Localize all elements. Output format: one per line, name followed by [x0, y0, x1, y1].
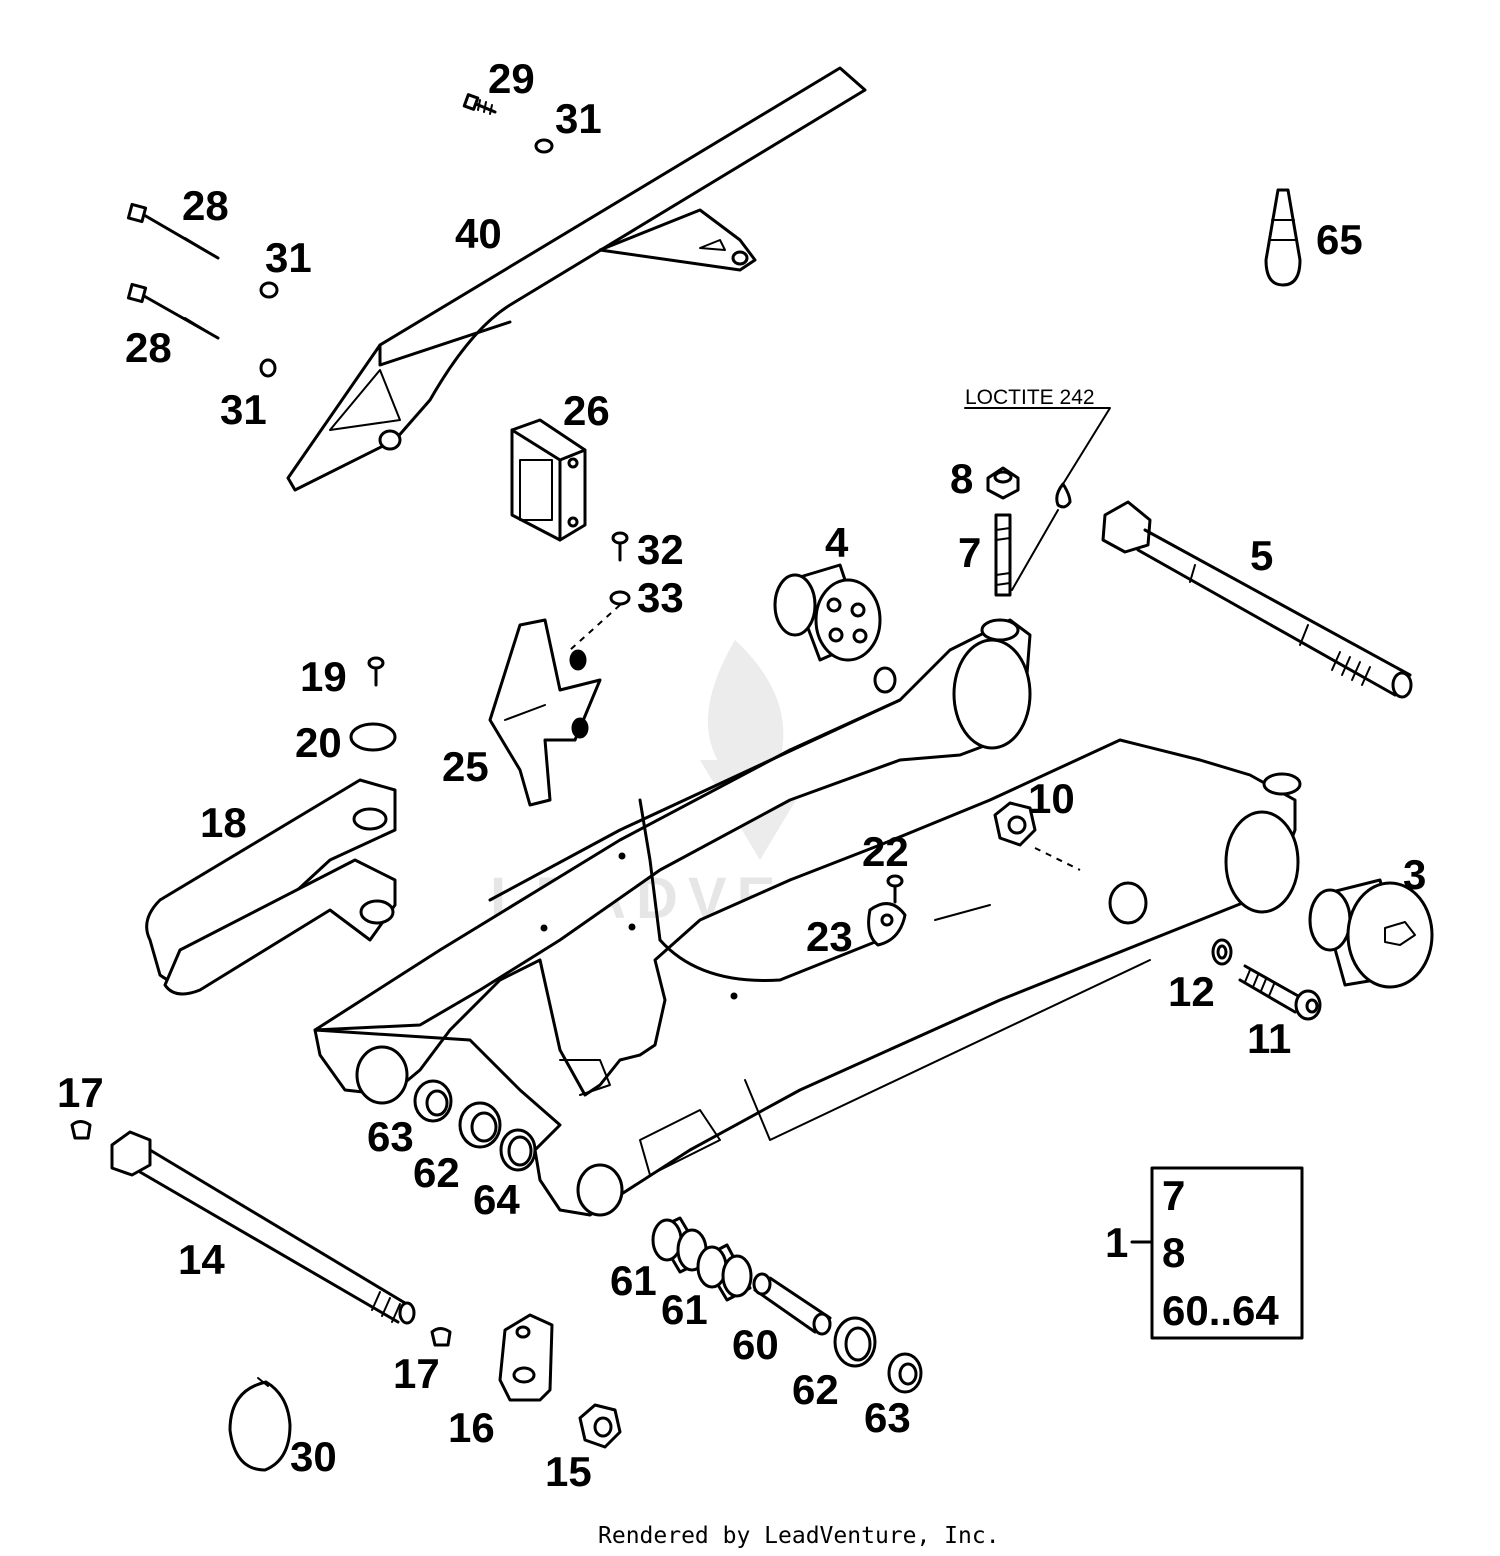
seal-63b [887, 1352, 923, 1394]
washer-20 [349, 722, 397, 752]
washer-31c [259, 358, 277, 378]
callout-10: 10 [1028, 775, 1075, 822]
callout-32: 32 [637, 526, 684, 573]
cap-17b [430, 1327, 452, 1347]
callout-20: 20 [295, 719, 342, 766]
clamp-23 [867, 902, 907, 947]
callout-5: 5 [1250, 532, 1273, 579]
callout-8: 8 [950, 455, 973, 502]
callout-63-right: 63 [864, 1394, 911, 1441]
callout-28-bottom: 28 [125, 324, 172, 371]
callout-19: 19 [300, 653, 347, 700]
loctite-note: LOCTITE 242 [965, 386, 1095, 409]
swingarm [313, 618, 1302, 1217]
callout-31-top: 31 [555, 95, 602, 142]
callout-40: 40 [455, 210, 502, 257]
callout-1: 1 [1105, 1219, 1128, 1266]
callout-61-left: 61 [610, 1257, 657, 1304]
sleeve-60 [752, 1272, 832, 1336]
callout-22: 22 [862, 828, 909, 875]
needle-bearing-61b [696, 1243, 753, 1302]
screw-19 [367, 656, 385, 687]
callout-60: 60 [732, 1321, 779, 1368]
callout-16: 16 [448, 1404, 495, 1451]
chain-slider-block [510, 418, 587, 542]
callout-7: 7 [958, 529, 981, 576]
screw-11 [1238, 964, 1322, 1021]
screw-22 [886, 874, 904, 904]
loctite-leader-2 [1011, 509, 1059, 591]
footer-credit: Rendered by LeadVenture, Inc. [598, 1523, 1000, 1549]
loctite-tube [1264, 188, 1302, 287]
circlip-30 [228, 1377, 292, 1472]
kit-item-7: 7 [1162, 1172, 1185, 1219]
callout-3: 3 [1403, 851, 1426, 898]
callout-62-right: 62 [792, 1366, 839, 1413]
callout-31-bottom: 31 [220, 386, 267, 433]
callout-26: 26 [563, 387, 610, 434]
seal-63a [413, 1079, 453, 1123]
callout-28-top: 28 [182, 182, 229, 229]
callout-33: 33 [637, 574, 684, 621]
callout-30: 30 [290, 1433, 337, 1480]
washer-33 [609, 590, 631, 606]
assembly-line-33 [569, 604, 621, 651]
washer-31b [259, 281, 279, 299]
callout-29: 29 [488, 55, 535, 102]
loctite-drop [1055, 482, 1072, 509]
callout-17-left: 17 [57, 1069, 104, 1116]
ring-64 [499, 1128, 537, 1172]
callout-4: 4 [825, 519, 849, 566]
axle-5 [1101, 500, 1413, 699]
eccentric-adjuster-3 [1308, 878, 1434, 989]
callout-62-left: 62 [413, 1149, 460, 1196]
callouts: 29 31 28 31 28 31 40 65 26 8 7 5 4 32 33… [57, 55, 1426, 1495]
callout-18: 18 [200, 799, 247, 846]
callout-23: 23 [806, 913, 853, 960]
callout-11: 11 [1247, 1015, 1291, 1062]
callout-14: 14 [178, 1236, 225, 1283]
callout-25: 25 [442, 743, 489, 790]
chain-guide [145, 778, 397, 996]
callout-63-left: 63 [367, 1113, 414, 1160]
eccentric-adjuster-4 [773, 563, 882, 662]
stud-7 [994, 513, 1012, 597]
callout-64: 64 [473, 1176, 520, 1223]
nut-10 [993, 801, 1081, 871]
callout-17-right: 17 [393, 1350, 440, 1397]
nut-15 [578, 1403, 622, 1449]
bushing-62a [458, 1101, 502, 1149]
kit-item-60-64: 60..64 [1162, 1287, 1279, 1334]
screw-29 [462, 93, 497, 115]
bolt-28b [126, 282, 220, 340]
callout-31-mid: 31 [265, 234, 312, 281]
bushing-62b [833, 1316, 877, 1368]
callout-15: 15 [545, 1448, 592, 1495]
nut-8 [986, 466, 1020, 500]
bolt-28a [126, 202, 220, 260]
chain-guide-bracket [488, 618, 602, 807]
callout-12: 12 [1168, 968, 1215, 1015]
plate-16 [498, 1313, 554, 1402]
pivot-bolt-14 [110, 1130, 416, 1325]
washer-31a [534, 138, 554, 154]
callout-61-right: 61 [661, 1286, 708, 1333]
screw-32 [611, 531, 629, 562]
kit-item-8: 8 [1162, 1229, 1185, 1276]
washer-12 [1211, 938, 1233, 966]
callout-65: 65 [1316, 216, 1363, 263]
chain-guard [286, 66, 867, 492]
loctite-leader [964, 407, 1111, 485]
kit-box: 7 8 60..64 [1130, 1166, 1304, 1340]
cap-17a [70, 1120, 92, 1140]
